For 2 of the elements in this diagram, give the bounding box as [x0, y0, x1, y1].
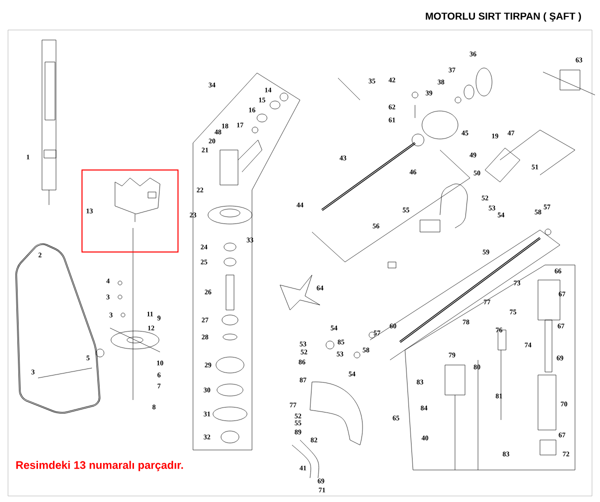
caption: Resimdeki 13 numaralı parçadır. — [16, 460, 183, 472]
title: MOTORLU SIRT TIRPAN ( ŞAFT ) — [426, 12, 581, 22]
